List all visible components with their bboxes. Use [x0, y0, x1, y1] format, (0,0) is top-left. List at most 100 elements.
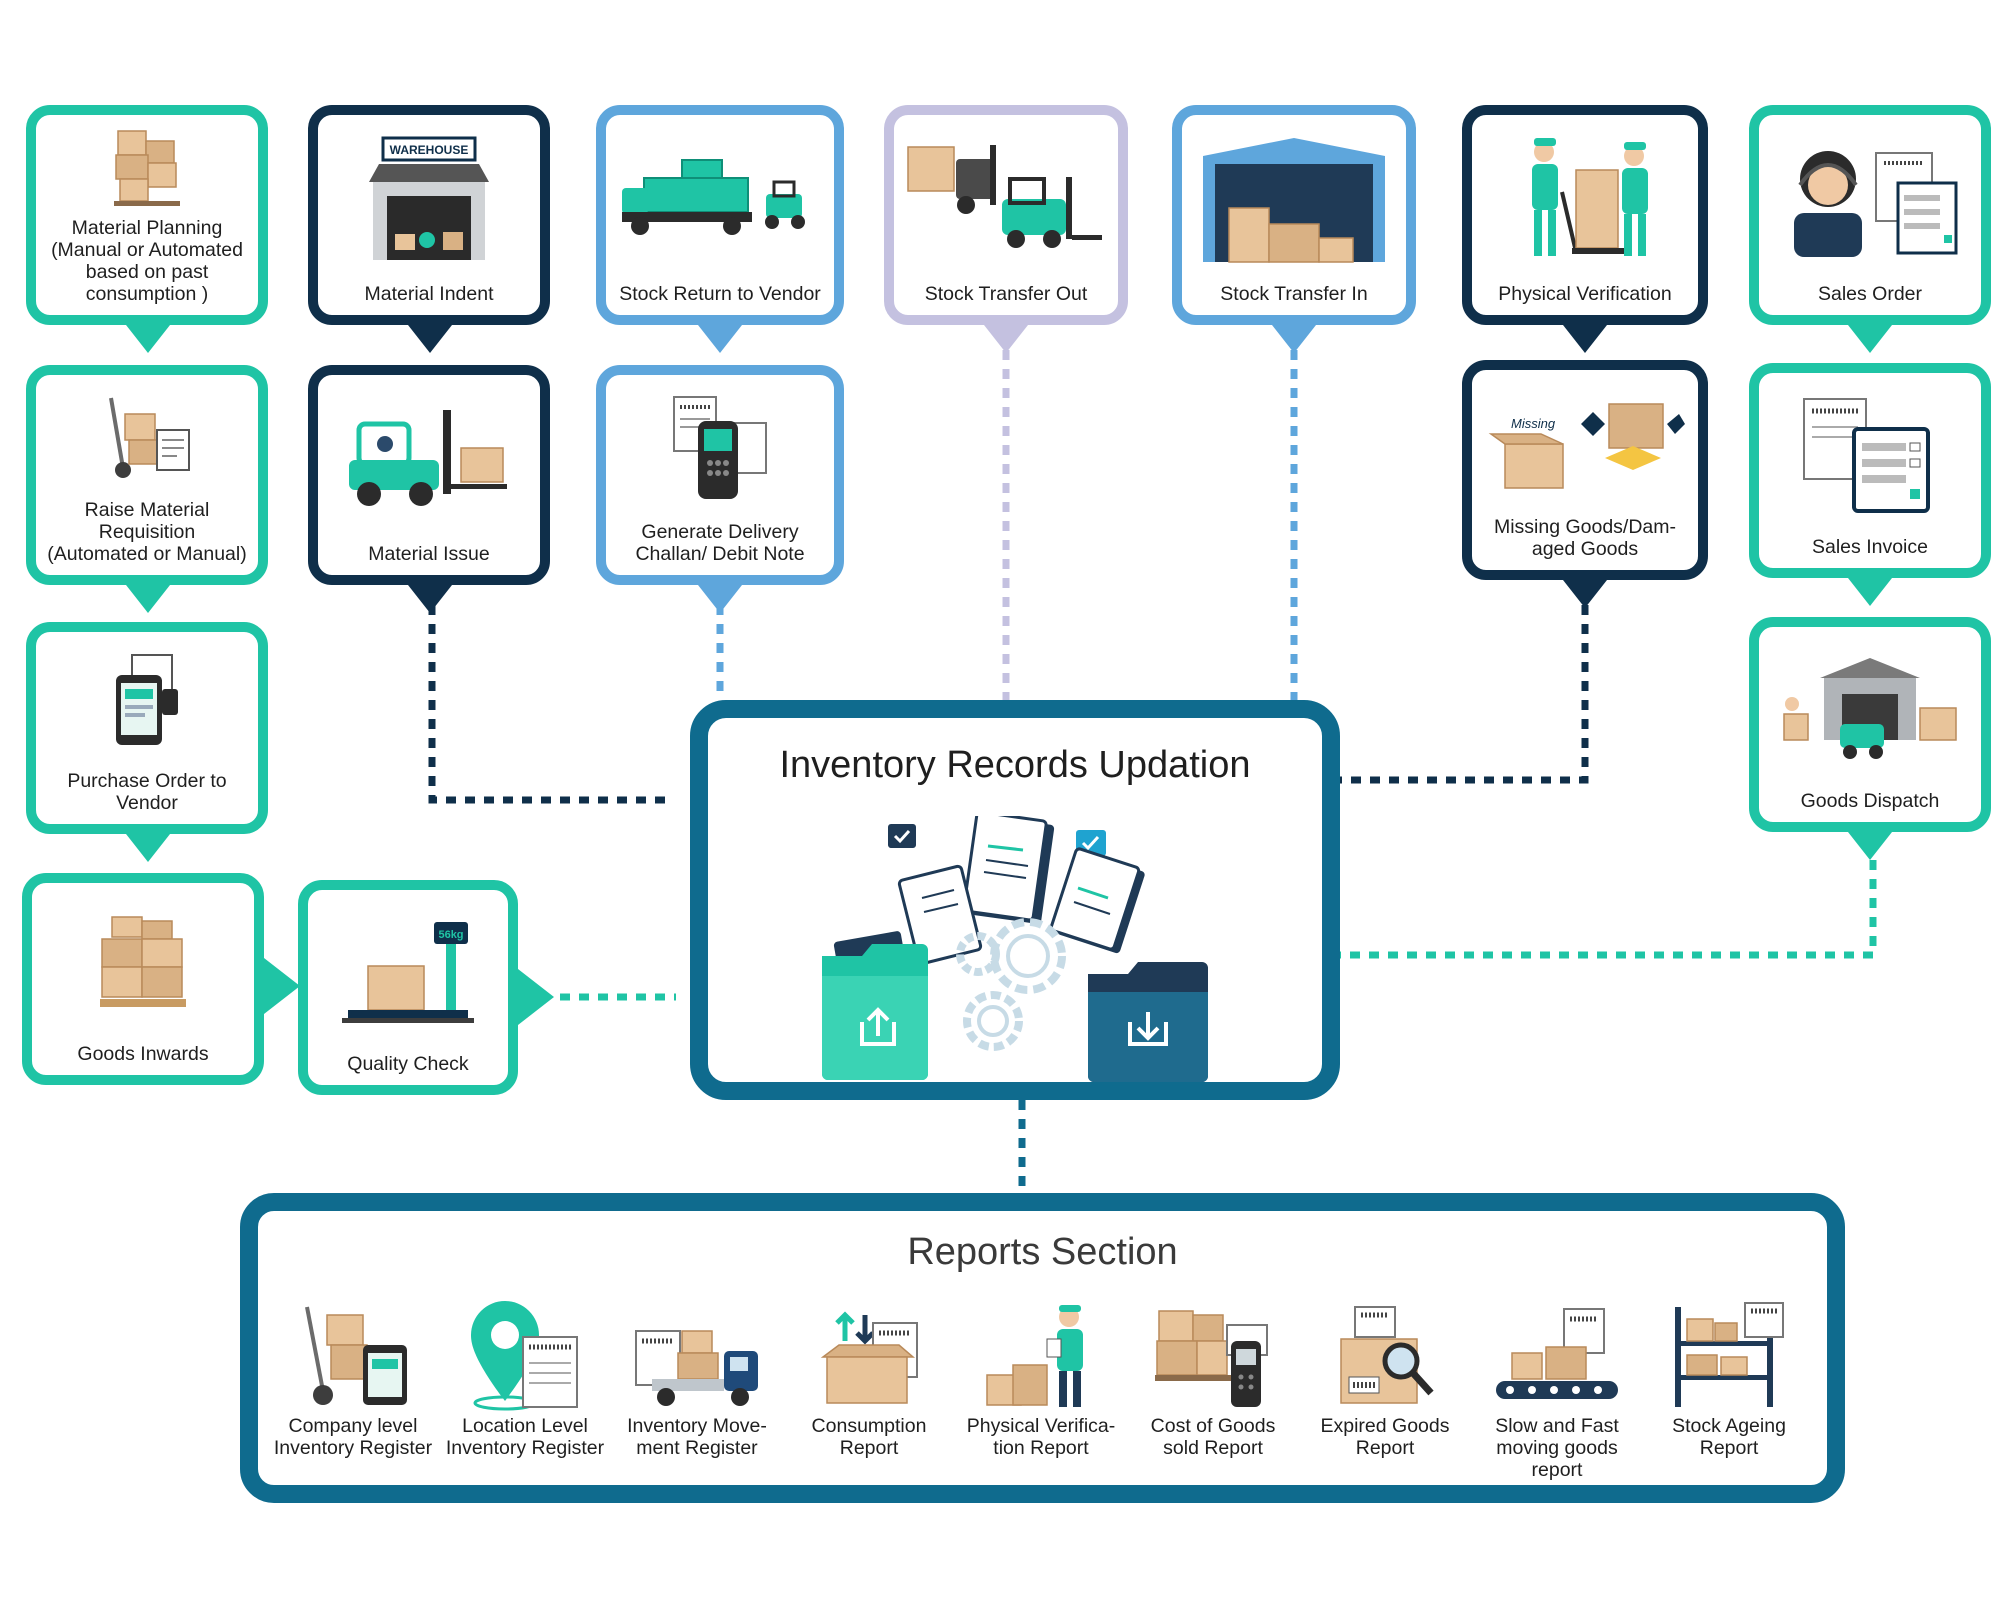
card-goods-dispatch[interactable]: Goods Dispatch [1749, 617, 1991, 832]
connector-goods-dispatch [1340, 860, 1877, 959]
card-raise-requisition[interactable]: Raise Material Requisition (Automated or… [26, 365, 268, 585]
report-label: Company level Inventory Register [273, 1415, 433, 1459]
card-pointer [126, 325, 170, 353]
scale-reading: 56kg [438, 929, 463, 941]
card-stock-transfer-in[interactable]: Stock Transfer In [1172, 105, 1416, 325]
document-icon [897, 810, 1145, 966]
step-label: Stock Transfer Out [924, 283, 1088, 305]
card-pointer [698, 325, 742, 353]
shelf-icon [1675, 1302, 1784, 1407]
location-pin-icon [471, 1301, 578, 1411]
weighing-scale-icon: 56kg [308, 890, 508, 1053]
step-label: Sales Invoice [1812, 536, 1928, 558]
report-physical-verification[interactable]: Physical Verifica- tion Report [956, 1301, 1126, 1459]
step-label: Raise Material Requisition (Automated or… [47, 499, 247, 565]
step-label: Material Issue [368, 543, 490, 565]
pallet-boxes-icon [32, 883, 254, 1043]
step-label: Generate Delivery Challan/ Debit Note [635, 521, 805, 565]
report-stock-ageing[interactable]: Stock Ageing Report [1644, 1301, 1814, 1459]
tablet-icon [36, 632, 258, 770]
shed-icon [1182, 115, 1406, 283]
records-illustration [818, 810, 1218, 1091]
inventory-records-hub[interactable]: Inventory Records Updation [690, 700, 1340, 1100]
report-label: Slow and Fast moving goods report [1495, 1415, 1619, 1481]
truck-icon [635, 1330, 758, 1406]
step-label: Stock Return to Vendor [619, 283, 821, 305]
card-material-issue[interactable]: Material Issue [308, 365, 550, 585]
open-box-icon [820, 1311, 918, 1404]
card-missing-goods[interactable]: Missing Missing Goods/Dam- aged Goods [1462, 360, 1708, 580]
card-sales-invoice[interactable]: Sales Invoice [1749, 363, 1991, 578]
barcode-scanner-icon [606, 375, 834, 521]
report-inventory-movement-register[interactable]: Inventory Move- ment Register [612, 1301, 782, 1459]
report-label: Physical Verifica- tion Report [966, 1415, 1116, 1459]
worker-icon [986, 1305, 1083, 1407]
report-label: Expired Goods Report [1320, 1415, 1450, 1459]
report-consumption[interactable]: Consumption Report [784, 1301, 954, 1459]
invoice-clipboard-icon [1759, 373, 1981, 536]
download-folder-icon [1088, 962, 1208, 1082]
card-pointer [984, 325, 1028, 353]
report-location-inventory-register[interactable]: Location Level Inventory Register [440, 1301, 610, 1459]
reports-title: Reports Section [907, 1231, 1178, 1273]
card-pointer [1848, 578, 1892, 606]
card-pointer [518, 969, 554, 1025]
step-label: Missing Goods/Dam- aged Goods [1493, 516, 1677, 560]
report-label: Stock Ageing Report [1672, 1415, 1786, 1459]
step-label: Stock Transfer In [1220, 283, 1368, 305]
connector-material-issue [428, 605, 668, 804]
card-delivery-challan[interactable]: Generate Delivery Challan/ Debit Note [596, 365, 844, 585]
card-pointer [1563, 580, 1607, 608]
report-label: Inventory Move- ment Register [627, 1415, 767, 1459]
step-label: Material Indent [364, 283, 494, 305]
card-stock-transfer-out[interactable]: Stock Transfer Out [884, 105, 1128, 325]
step-label: Quality Check [347, 1053, 469, 1075]
card-physical-verification[interactable]: Physical Verification [1462, 105, 1708, 325]
card-stock-return[interactable]: Stock Return to Vendor [596, 105, 844, 325]
report-cost-of-goods-sold[interactable]: Cost of Goods sold Report [1128, 1301, 1298, 1459]
card-pointer [126, 834, 170, 862]
report-company-inventory-register[interactable]: Company level Inventory Register [268, 1301, 438, 1459]
damaged-box-icon: Missing [1472, 370, 1698, 516]
workers-icon [1472, 115, 1698, 283]
hub-title: Inventory Records Updation [779, 744, 1251, 786]
gear-icon [956, 918, 1066, 1051]
step-label: Goods Inwards [77, 1043, 209, 1065]
card-pointer [1272, 325, 1316, 353]
step-label: Material Planning (Manual or Automated b… [51, 217, 243, 305]
report-slow-fast-moving[interactable]: Slow and Fast moving goods report [1472, 1301, 1642, 1481]
warehouse-sign: WAREHOUSE [390, 143, 469, 157]
card-pointer [408, 585, 452, 613]
step-label: Sales Order [1817, 283, 1923, 305]
hand-truck-icon [36, 375, 258, 499]
card-pointer [698, 585, 742, 613]
report-expired-goods[interactable]: Expired Goods Report [1300, 1301, 1470, 1459]
card-purchase-order[interactable]: Purchase Order to Vendor [26, 622, 268, 834]
magnifier-icon [1340, 1306, 1434, 1404]
card-goods-inwards[interactable]: Goods Inwards [22, 873, 264, 1085]
report-label: Location Level Inventory Register [445, 1415, 605, 1459]
connector-missing-goods [1340, 605, 1589, 784]
card-quality-check[interactable]: 56kg Quality Check [298, 880, 518, 1095]
dispatch-warehouse-icon [1759, 627, 1981, 790]
scanner-icon [1155, 1310, 1268, 1407]
warehouse-icon: WAREHOUSE [318, 115, 540, 283]
card-pointer [1563, 325, 1607, 353]
conveyor-icon [1496, 1308, 1618, 1399]
support-agent-icon [1759, 115, 1981, 283]
card-material-planning[interactable]: Material Planning (Manual or Automated b… [26, 105, 268, 325]
reports-section: Reports Section Company level Inventory … [240, 1193, 1845, 1503]
report-label: Cost of Goods sold Report [1150, 1415, 1276, 1459]
card-pointer [408, 325, 452, 353]
card-pointer [1848, 325, 1892, 353]
card-pointer [1848, 832, 1892, 860]
hand-truck-tablet-icon [305, 1306, 407, 1405]
step-label: Purchase Order to Vendor [67, 770, 227, 814]
card-sales-order[interactable]: Sales Order [1749, 105, 1991, 325]
card-material-indent[interactable]: WAREHOUSE Material Indent [308, 105, 550, 325]
report-label: Consumption Report [811, 1415, 927, 1459]
step-label: Physical Verification [1498, 283, 1672, 305]
upload-folder-icon [822, 931, 928, 1080]
forklifts-icon [894, 115, 1118, 283]
